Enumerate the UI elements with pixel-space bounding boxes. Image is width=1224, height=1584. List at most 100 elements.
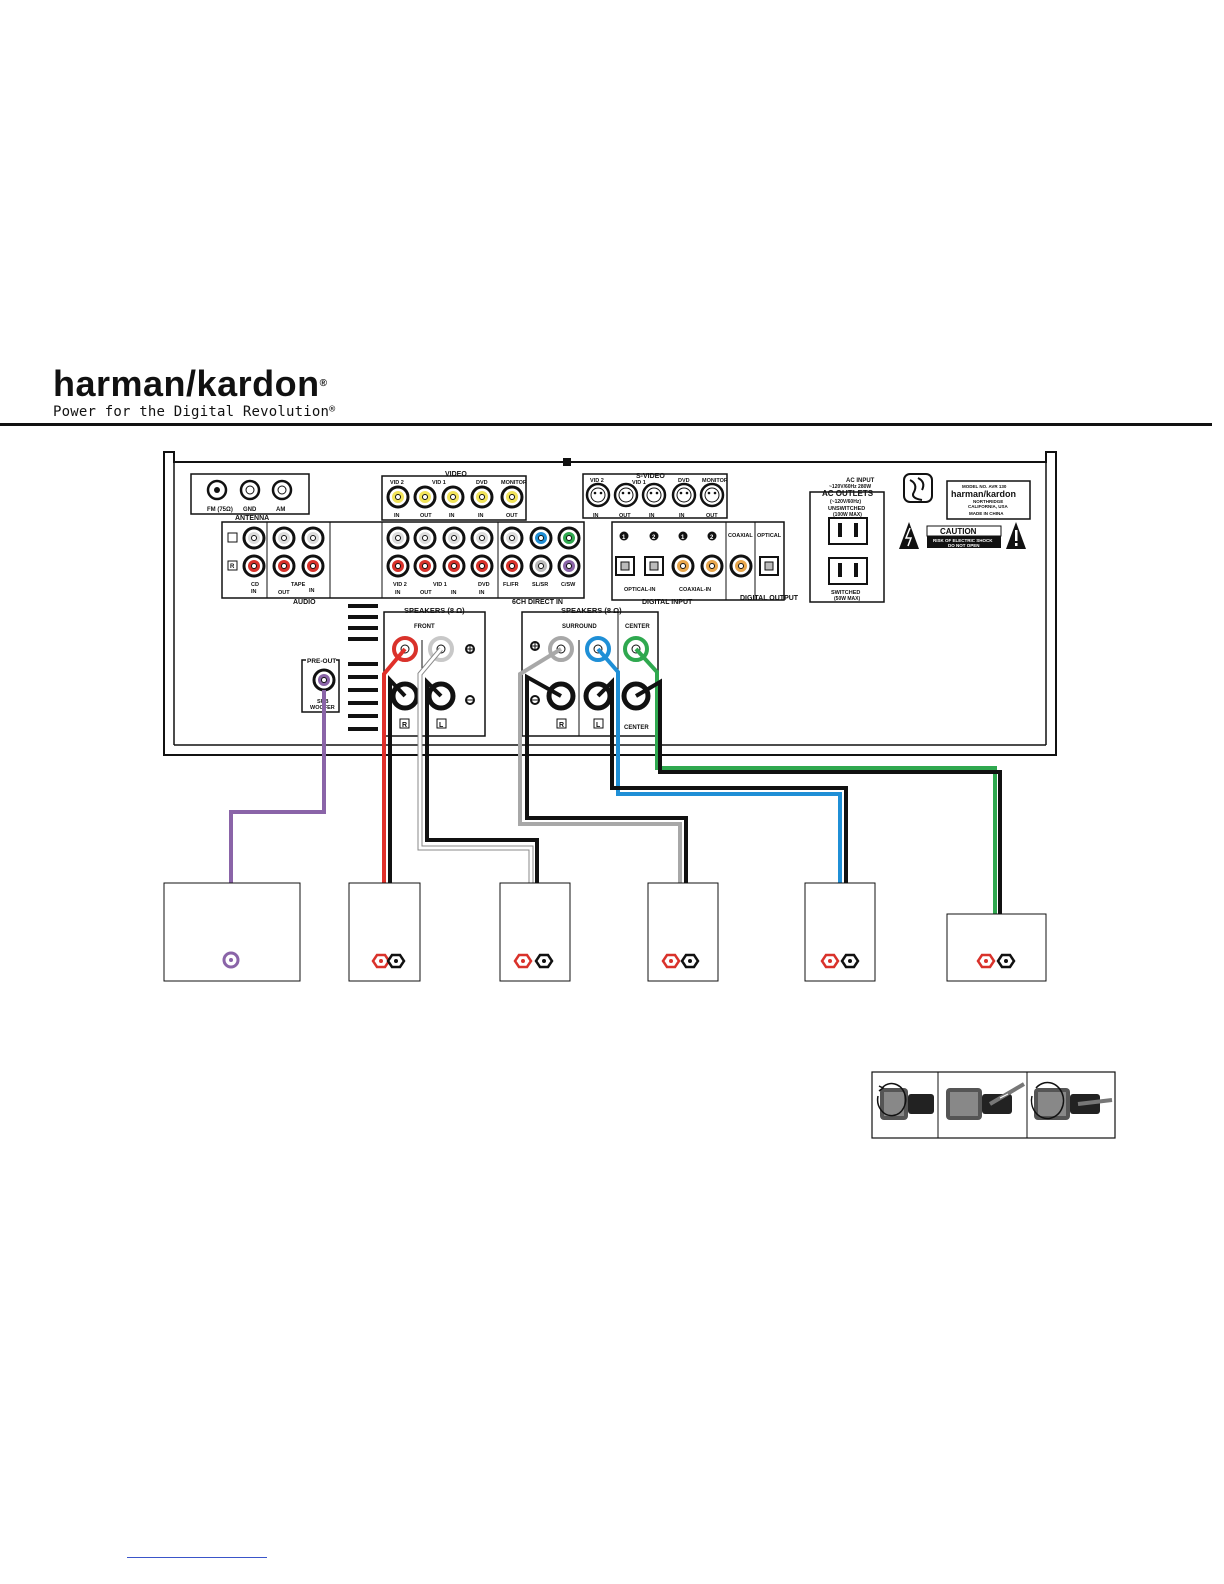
audio-dvd-label: DVD	[478, 582, 490, 588]
digital-coaxial-label: COAXIAL	[728, 533, 753, 539]
ac-input-label: AC INPUT	[846, 478, 875, 484]
video-io-2: IN	[449, 513, 455, 519]
front-speaker-terminals: SPEAKERS (8 Ω) FRONT R L	[383, 606, 486, 737]
audio-r-marker: R	[230, 564, 235, 570]
switched-outlet[interactable]	[828, 557, 868, 585]
preout-title: PRE-OUT	[307, 658, 336, 665]
video-io-3: IN	[478, 513, 484, 519]
gnd-terminal[interactable]	[239, 479, 261, 501]
binding-post-step3-icon	[1030, 1081, 1113, 1120]
front-speakers-title: SPEAKERS (8 Ω)	[404, 606, 465, 615]
audio-left-jacks	[242, 526, 581, 550]
surround-left-negative-wire	[596, 677, 848, 955]
vent-slots	[348, 604, 378, 731]
front-left-speaker-box	[499, 882, 571, 982]
video-label-vid2: VID 2	[390, 480, 404, 486]
front-r-label: R	[402, 722, 407, 729]
center-bottom-label: CENTER	[624, 725, 649, 731]
direct-label-slsr: SL/SR	[532, 582, 548, 588]
preout-section: PRE-OUT SUB WOOFER	[301, 656, 340, 713]
svideo-label-dvd: DVD	[678, 478, 690, 484]
am-label: AM	[276, 507, 285, 513]
video-io-1: OUT	[420, 513, 432, 519]
binding-post-step2-icon	[946, 1082, 1026, 1120]
svideo-group-label: S-VIDEO	[636, 473, 665, 480]
surround-left-speaker-box	[804, 882, 876, 982]
video-label-vid1: VID 1	[432, 480, 446, 486]
header-rule	[0, 423, 1212, 426]
caution-line2: DO NOT OPEN	[948, 543, 980, 548]
plate-city: NORTHRIDGE	[973, 499, 1003, 504]
binding-post-steps	[871, 1071, 1116, 1139]
svideo-section: S-VIDEO VID 2 VID 1 DVD MONITOR IN OUT I…	[582, 473, 728, 519]
plate-origin: MADE IN CHINA	[969, 511, 1004, 516]
am-antenna-terminal[interactable]	[271, 479, 293, 501]
fm-label: FM (75Ω)	[207, 507, 233, 513]
audio-cd-label: CD	[251, 582, 259, 588]
audio-cd-in-label: IN	[251, 589, 257, 595]
digital-num-1b: 1	[681, 535, 685, 541]
audio-tape-label: TAPE	[291, 582, 306, 588]
brand-tagline: Power for the Digital Revolution®	[53, 404, 336, 420]
brand-name: harman/kardon®	[53, 363, 328, 404]
binding-post-step1-icon	[876, 1082, 934, 1120]
ac-section: AC INPUT ~120V/60Hz 280W AC OUTLETS (~12…	[809, 478, 885, 603]
surround-speakers-title: SPEAKERS (8 Ω)	[561, 606, 622, 615]
audio-tape-out-label: OUT	[278, 590, 290, 596]
video-jacks	[386, 485, 524, 509]
optical-in-jacks	[615, 556, 664, 576]
speaker-terminal-pairs	[371, 953, 1016, 969]
gnd-label: GND	[243, 507, 257, 513]
svideo-io-2: IN	[649, 513, 655, 519]
center-positive-wire	[634, 647, 997, 955]
direct-label-flfr: FL/FR	[503, 582, 519, 588]
surround-r-label: R	[559, 722, 564, 729]
center-negative-wire	[634, 678, 1002, 955]
video-io-4: OUT	[506, 513, 518, 519]
ac-switched-max: (50W MAX)	[834, 596, 860, 602]
antenna-group-label: ANTENNA	[235, 515, 269, 522]
audio-vid2-in: IN	[395, 590, 401, 596]
plate-brand: harman/kardon	[951, 489, 1016, 499]
audio-right-jacks	[242, 554, 581, 578]
svideo-io-1: OUT	[619, 513, 631, 519]
digital-coaxial-in-label: COAXIAL-IN	[679, 587, 711, 593]
digital-optical-label: OPTICAL	[757, 533, 782, 539]
surround-label: SURROUND	[562, 624, 597, 630]
digital-group-label: DIGITAL INPUT	[642, 599, 693, 606]
svideo-label-vid2: VID 2	[590, 478, 604, 484]
surround-right-negative-wire	[525, 673, 688, 955]
svideo-io-4: OUT	[706, 513, 718, 519]
surround-l-label: L	[596, 722, 601, 729]
digital-output-label: DIGITAL OUTPUT	[740, 595, 799, 602]
svideo-jacks	[585, 482, 725, 508]
speaker-boxes	[163, 882, 1047, 982]
coaxial-in-jacks	[671, 554, 753, 578]
surround-left-positive-wire	[596, 647, 842, 955]
brand-logo: harman/kardon® Power for the Digital Rev…	[53, 363, 336, 421]
audio-vid2-label: VID 2	[393, 582, 407, 588]
surround-right-positive-wire	[518, 647, 682, 955]
audio-tape-in-label: IN	[309, 588, 315, 594]
front-left-negative-wire	[425, 677, 539, 955]
digital-num-2a: 2	[652, 535, 656, 541]
antenna-section: FM (75Ω) GND AM ANTENNA	[190, 473, 310, 522]
fm-antenna-jack[interactable]	[206, 479, 228, 501]
caution-title: CAUTION	[940, 527, 977, 536]
audio-group-label: AUDIO	[293, 599, 316, 606]
subwoofer-preout-jack[interactable]	[312, 668, 336, 692]
direct-label-csw: C/SW	[561, 582, 576, 588]
svideo-io-3: IN	[679, 513, 685, 519]
caution-line1: RISK OF ELECTRIC SHOCK	[933, 538, 993, 543]
warning-triangle-icon	[899, 522, 919, 549]
plate-model: MODEL NO. AVR 130	[962, 484, 1007, 489]
unswitched-outlet[interactable]	[828, 517, 868, 545]
power-cord-icon	[903, 473, 933, 503]
center-label: CENTER	[625, 624, 650, 630]
ac-unswitched-max: (100W MAX)	[833, 512, 862, 518]
audio-vid1-in: IN	[451, 590, 457, 596]
footer-link-underline[interactable]	[127, 1557, 267, 1558]
svideo-label-vid1: VID 1	[632, 480, 646, 486]
ac-outlets-label: AC OUTLETS	[822, 489, 874, 498]
